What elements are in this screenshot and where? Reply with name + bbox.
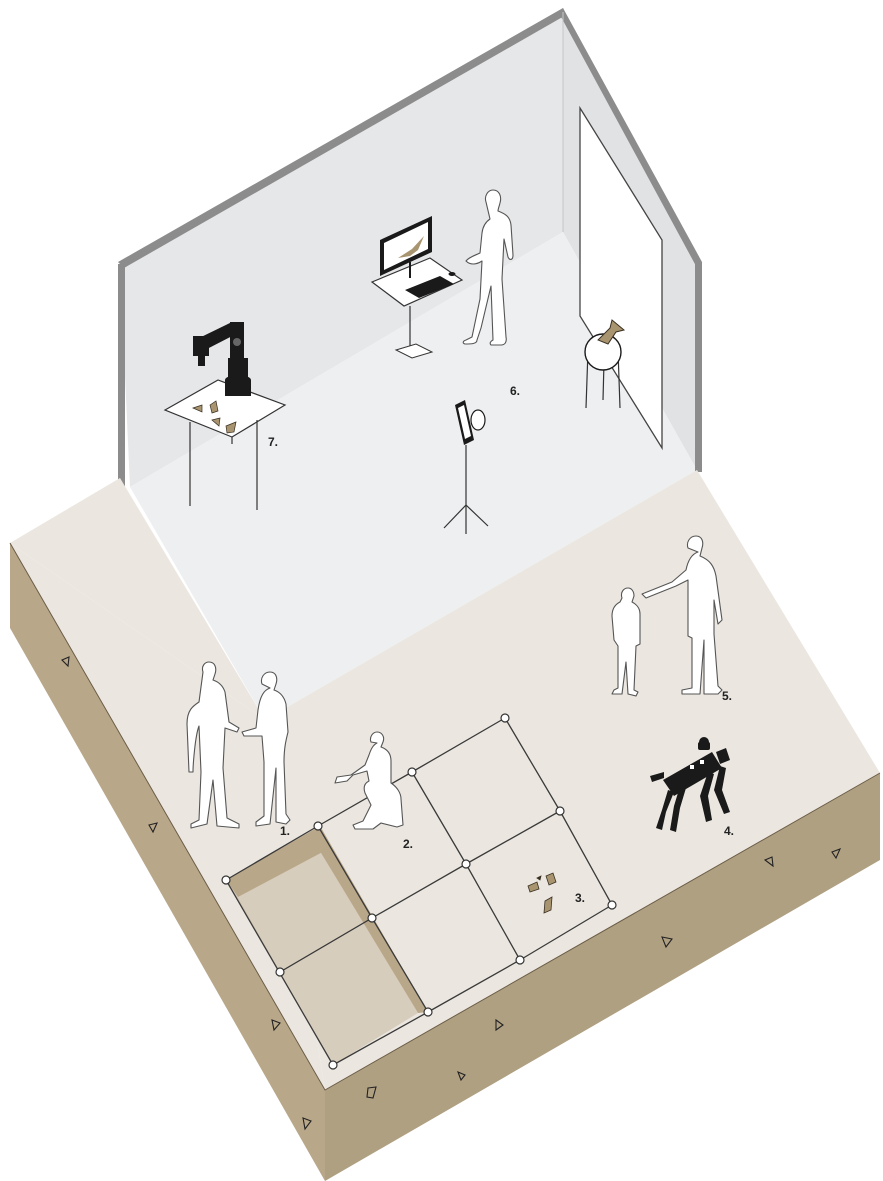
label-1: 1.	[280, 824, 290, 838]
left-wall-post	[118, 264, 125, 487]
label-3: 3.	[575, 891, 585, 905]
right-wall-post	[695, 262, 702, 472]
label-7: 7.	[268, 435, 278, 449]
label-4: 4.	[724, 824, 734, 838]
label-2: 2.	[403, 837, 413, 851]
label-6: 6.	[510, 384, 520, 398]
label-5: 5.	[722, 689, 732, 703]
